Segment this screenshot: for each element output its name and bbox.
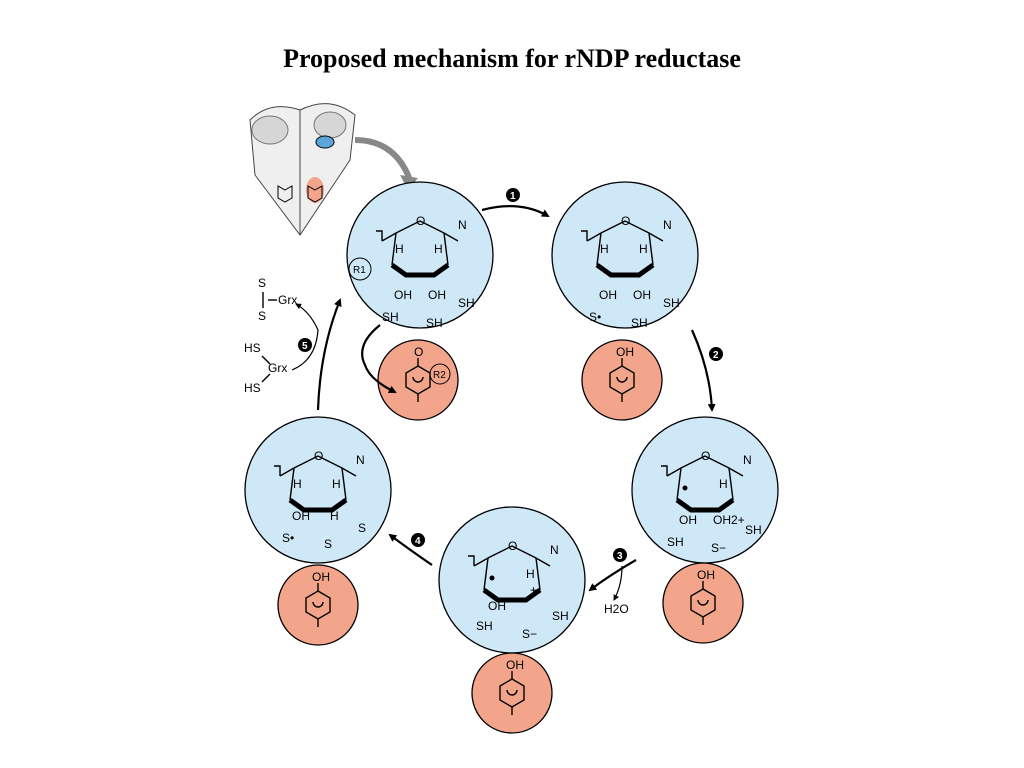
hydrogen-label: H: [434, 242, 443, 256]
water-release-arrow: [613, 565, 623, 601]
svg-text:N: N: [743, 453, 752, 467]
state-2: O N H H OH OH SH S• SH: [551, 181, 699, 330]
arrow-step-1: [481, 205, 550, 217]
hydroxyl-label: OH: [394, 288, 412, 302]
grx-exchange-arrow: [291, 303, 319, 371]
svg-text:H: H: [600, 242, 609, 256]
svg-text:H: H: [526, 567, 535, 581]
svg-text:OH: OH: [599, 288, 617, 302]
svg-text:S: S: [258, 276, 266, 290]
svg-text:N: N: [550, 543, 559, 557]
state-1: O N H H OH OH R1 SH SH SH: [346, 181, 494, 330]
svg-text:SH: SH: [745, 523, 762, 537]
svg-text:S•: S•: [589, 310, 601, 324]
svg-text:OH: OH: [292, 509, 310, 523]
svg-text:OH: OH: [633, 288, 651, 302]
svg-text:SH: SH: [552, 609, 569, 623]
svg-text:S•: S•: [282, 531, 294, 545]
r1-marker: [348, 257, 372, 281]
svg-text:4: 4: [415, 536, 421, 547]
nucleobase-n: N: [458, 218, 467, 232]
r2-label: R2: [433, 370, 446, 381]
arrow-step-3: [588, 559, 637, 592]
svg-text:S−: S−: [711, 541, 726, 555]
hydroxyl-label: OH: [428, 288, 446, 302]
r1-label: R1: [353, 265, 366, 276]
state-4: O N H + OH SH SH S−: [438, 506, 586, 654]
protein-cartoon: [249, 103, 418, 236]
svg-text:H: H: [330, 509, 339, 523]
glutaredoxin-oxidized: S S Grx: [258, 276, 297, 323]
svg-text:OH: OH: [679, 513, 697, 527]
svg-text:H: H: [332, 477, 341, 491]
svg-text:+: +: [530, 583, 537, 597]
step-marker-3: 3: [613, 548, 627, 562]
svg-text:OH2+: OH2+: [713, 513, 745, 527]
tyrosyl-3: OH: [662, 562, 744, 644]
svg-text:OH: OH: [697, 568, 715, 582]
svg-text:3: 3: [617, 551, 623, 562]
state-3: O N H OH OH2+ SH SH S−: [631, 416, 779, 564]
arrow-step-5: [316, 298, 342, 411]
svg-text:HS: HS: [244, 341, 261, 355]
svg-text:HS: HS: [244, 381, 261, 395]
step-marker-5: 5: [298, 338, 312, 352]
hydrogen-label: H: [395, 242, 404, 256]
step-marker-2: 2: [709, 347, 723, 361]
svg-text:N: N: [663, 218, 672, 232]
svg-text:OH: OH: [616, 345, 634, 359]
svg-text:SH: SH: [476, 619, 493, 633]
svg-text:H: H: [639, 242, 648, 256]
svg-text:S: S: [324, 537, 332, 551]
state-5: O N H H OH H S• S S: [244, 416, 392, 564]
svg-text:OH: OH: [488, 599, 506, 613]
arrow-step-4: [388, 533, 433, 566]
water-label: H2O: [604, 602, 629, 616]
svg-text:OH: OH: [312, 570, 330, 584]
tyrosyl-5: OH: [277, 564, 359, 646]
tyrosyl-2: OH: [581, 339, 663, 421]
electron-arrow: [361, 324, 397, 394]
svg-text:S: S: [258, 309, 266, 323]
ring-oxygen: O: [416, 214, 425, 228]
svg-text:OH: OH: [506, 658, 524, 672]
step-marker-1: 1: [506, 188, 520, 202]
svg-text:2: 2: [713, 350, 719, 361]
glutaredoxin-reduced: HS Grx HS: [244, 341, 287, 395]
svg-text:O: O: [314, 449, 323, 463]
svg-text:H: H: [719, 477, 728, 491]
svg-text:O: O: [701, 449, 710, 463]
thiol-label: SH: [458, 296, 475, 310]
page-title: Proposed mechanism for rNDP reductase: [283, 44, 741, 73]
svg-text:SH: SH: [663, 296, 680, 310]
tyrosyl-oxygen: O: [414, 345, 423, 359]
svg-text:Grx: Grx: [278, 293, 297, 307]
thiol-label: SH: [382, 310, 399, 324]
svg-text:1: 1: [510, 191, 516, 202]
thiol-label: SH: [426, 316, 443, 330]
tyrosyl-1: O R2: [377, 339, 459, 421]
svg-text:S−: S−: [522, 627, 537, 641]
svg-text:Grx: Grx: [268, 361, 287, 375]
svg-text:O: O: [621, 214, 630, 228]
step-marker-4: 4: [411, 533, 425, 547]
svg-text:O: O: [508, 539, 517, 553]
svg-text:H2O: H2O: [604, 602, 629, 616]
svg-text:SH: SH: [631, 316, 648, 330]
svg-text:N: N: [356, 453, 365, 467]
svg-text:5: 5: [302, 341, 308, 352]
svg-text:S: S: [358, 521, 366, 535]
svg-text:H: H: [293, 477, 302, 491]
tyrosyl-4: OH: [471, 652, 553, 734]
svg-text:SH: SH: [667, 535, 684, 549]
arrow-step-2: [690, 329, 716, 412]
